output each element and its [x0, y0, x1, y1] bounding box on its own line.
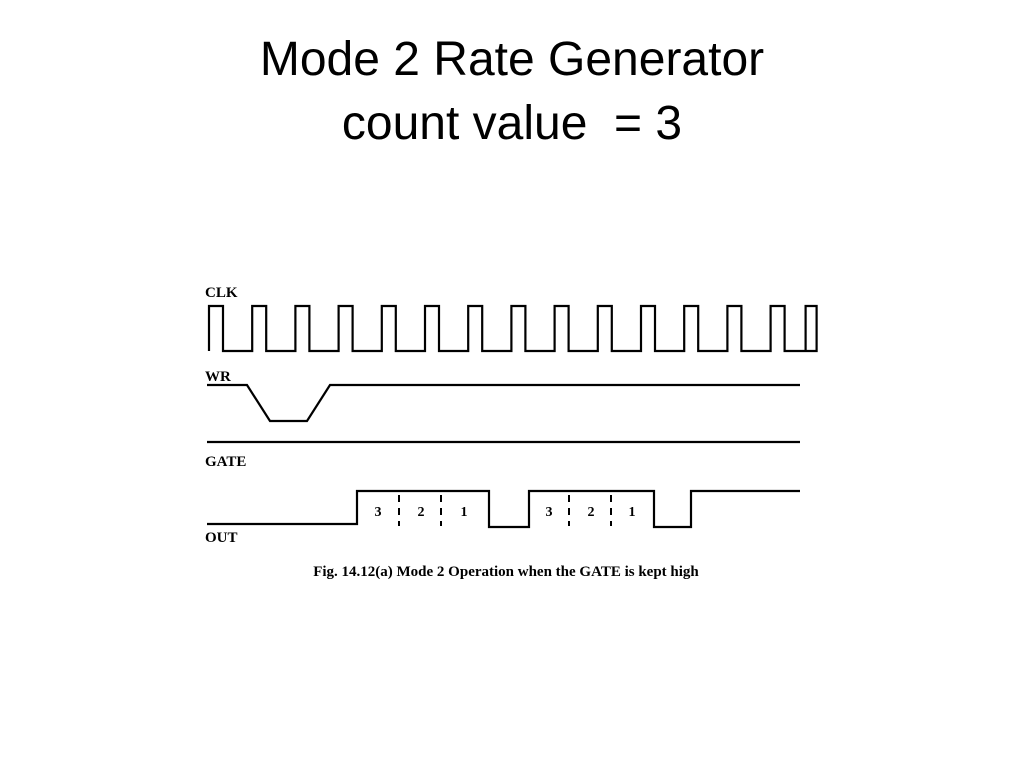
slide-title: Mode 2 Rate Generator count value = 3: [0, 28, 1024, 156]
out-waveform: [207, 489, 800, 529]
figure-caption: Fig. 14.12(a) Mode 2 Operation when the …: [313, 564, 699, 580]
count-label: 3: [546, 505, 553, 520]
clk-label: CLK: [205, 285, 238, 301]
title-line-2: count value = 3: [341, 97, 683, 150]
title-line-1: Mode 2 Rate Generator: [259, 33, 765, 86]
count-label: 1: [629, 505, 636, 520]
count-label: 3: [375, 505, 382, 520]
wr-waveform: [207, 383, 800, 423]
wr-label: WR: [205, 369, 231, 385]
count-label: 2: [588, 505, 595, 520]
count-label: 2: [418, 505, 425, 520]
clk-waveform: [207, 304, 818, 353]
count-label: 1: [461, 505, 468, 520]
gate-label: GATE: [205, 454, 246, 470]
out-label: OUT: [205, 530, 238, 546]
